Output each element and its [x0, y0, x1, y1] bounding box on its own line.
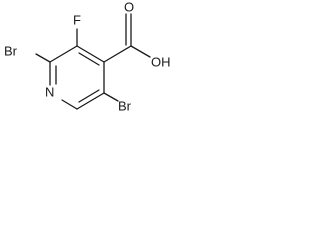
atom-br-right: Br — [118, 98, 132, 113]
bond-c2-c3-inner — [78, 52, 100, 66]
atom-carbonyl-oxygen: O — [124, 0, 134, 14]
bond-c-oh — [130, 45, 151, 58]
molecule-structure: Br F O OH N Br — [4, 0, 171, 113]
bond-c5-n — [61, 99, 78, 110]
atom-nitrogen: N — [45, 84, 54, 99]
atom-fluorine: F — [73, 12, 81, 27]
bond-c3-cooh — [103, 45, 132, 63]
bond-c2-c3 — [76, 45, 105, 63]
atom-br-left: Br — [4, 43, 18, 58]
bond-c4-c5-inner — [78, 89, 100, 103]
bond-c4-br — [103, 92, 119, 102]
atom-hydroxyl: OH — [151, 54, 171, 69]
bond-c1-br — [35, 53, 51, 63]
bond-c4-c5 — [76, 92, 105, 110]
bond-c1-c2 — [49, 45, 78, 63]
